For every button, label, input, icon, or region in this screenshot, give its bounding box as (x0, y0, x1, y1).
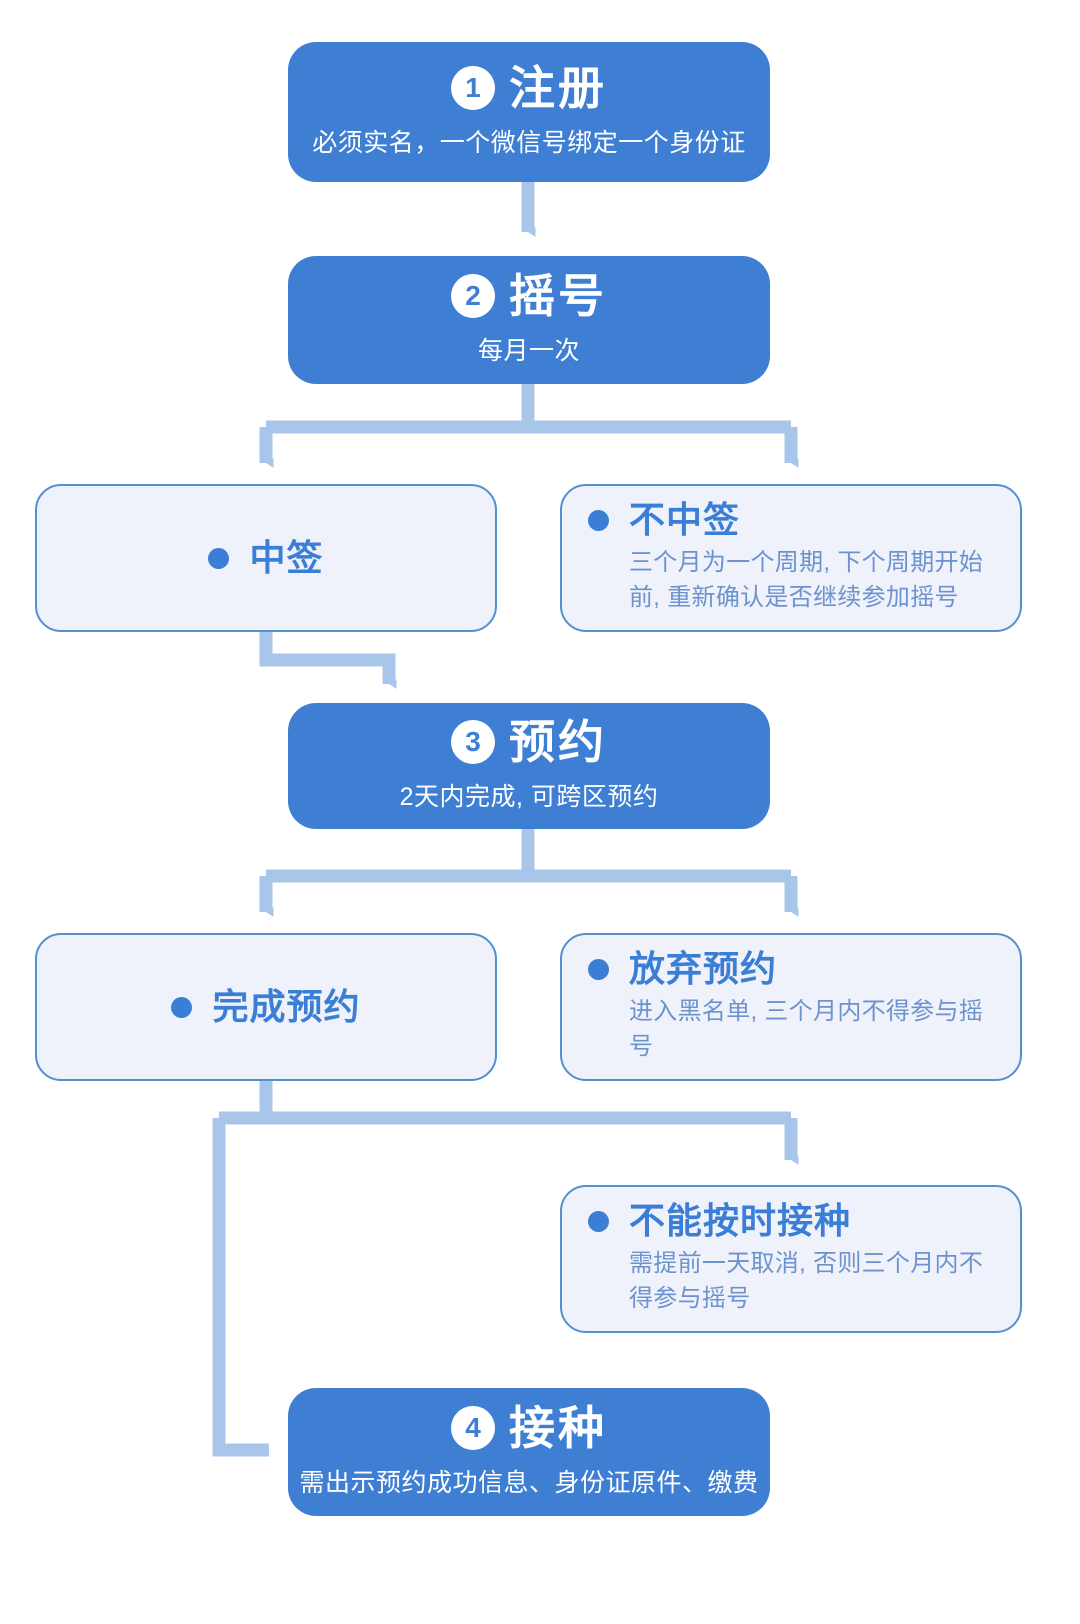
step-subtitle: 必须实名，一个微信号绑定一个身份证 (312, 129, 746, 157)
step-title: 接种 (509, 1402, 607, 1454)
outcome-head: 不能按时接种 (588, 1201, 994, 1241)
step-number-badge: 4 (451, 1406, 495, 1450)
outcome-title: 放弃预约 (629, 948, 778, 990)
step-title-row: 2 摇号 (451, 273, 607, 319)
step-card-lottery[interactable]: 2 摇号 每月一次 (288, 256, 770, 384)
outcome-card-won[interactable]: 中签 (35, 484, 497, 632)
outcome-head: 放弃预约 (588, 949, 994, 989)
bullet-icon (171, 996, 193, 1018)
outcome-head: 不中签 (588, 500, 994, 540)
step-number-badge: 3 (451, 720, 495, 764)
step-subtitle: 2天内完成, 可跨区预约 (399, 783, 659, 811)
step-title: 摇号 (509, 270, 607, 322)
bullet-icon (588, 1210, 609, 1232)
bullet-icon (588, 509, 609, 531)
outcome-card-missed[interactable]: 不能按时接种 需提前一天取消, 否则三个月内不得参与摇号 (560, 1185, 1022, 1333)
bullet-icon (588, 958, 609, 980)
step-number-badge: 2 (451, 274, 495, 318)
step-title-row: 1 注册 (451, 65, 607, 111)
outcome-card-not-won[interactable]: 不中签 三个月为一个周期, 下个周期开始前, 重新确认是否继续参加摇号 (560, 484, 1022, 632)
bullet-icon (208, 547, 230, 569)
step-title: 预约 (509, 716, 607, 768)
step-subtitle: 需出示预约成功信息、身份证原件、缴费 (299, 1469, 759, 1497)
outcome-head: 中签 (208, 538, 323, 578)
outcome-description: 需提前一天取消, 否则三个月内不得参与摇号 (629, 1250, 984, 1312)
outcome-card-abandon[interactable]: 放弃预约 进入黑名单, 三个月内不得参与摇号 (560, 933, 1022, 1081)
outcome-title: 不能按时接种 (629, 1200, 852, 1242)
connector-booked-to-vaccination (212, 1118, 269, 1457)
outcome-card-booked[interactable]: 完成预约 (35, 933, 497, 1081)
step-title-row: 4 接种 (451, 1405, 607, 1451)
step-title-row: 3 预约 (451, 719, 607, 765)
outcome-head: 完成预约 (171, 987, 360, 1027)
step-title: 注册 (509, 62, 607, 114)
outcome-description: 进入黑名单, 三个月内不得参与摇号 (629, 998, 984, 1060)
step-card-register[interactable]: 1 注册 必须实名，一个微信号绑定一个身份证 (288, 42, 770, 182)
outcome-title: 中签 (249, 537, 324, 579)
connector-won-to-appointment (259, 632, 397, 689)
step-card-appointment[interactable]: 3 预约 2天内完成, 可跨区预约 (288, 703, 770, 829)
outcome-title: 不中签 (629, 499, 741, 541)
step-card-vaccination[interactable]: 4 接种 需出示预约成功信息、身份证原件、缴费 (288, 1388, 770, 1516)
outcome-description: 三个月为一个周期, 下个周期开始前, 重新确认是否继续参加摇号 (629, 549, 984, 611)
outcome-title: 完成预约 (212, 986, 361, 1028)
step-subtitle: 每月一次 (477, 337, 580, 365)
step-number-badge: 1 (451, 66, 495, 110)
